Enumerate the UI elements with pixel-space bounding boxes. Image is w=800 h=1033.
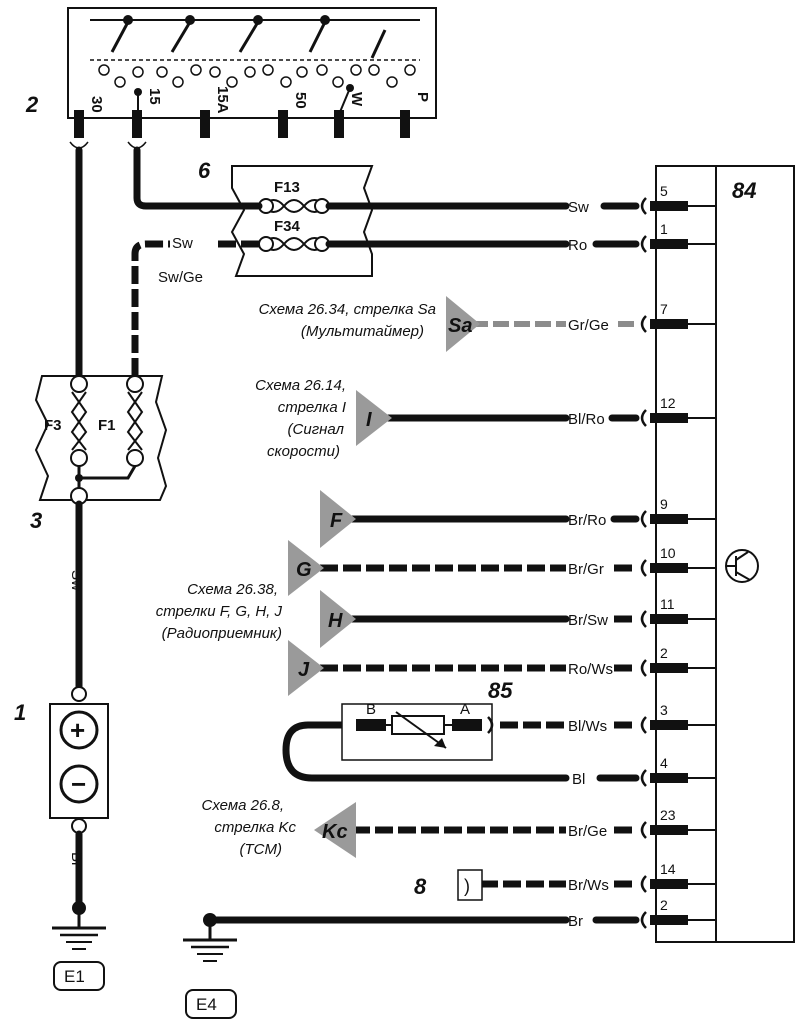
connector-8: ) bbox=[457, 869, 483, 901]
arrow-label-sa: Sa bbox=[448, 315, 472, 337]
callout-3: 3 bbox=[30, 508, 42, 533]
ref-radio: Схема 26.38, стрелки F, G, H, J (Радиопр… bbox=[156, 581, 283, 642]
ref-i-line1: Схема 26.14, bbox=[255, 377, 346, 394]
pin-number: 11 bbox=[660, 596, 675, 612]
wire-label-sw-ge: Sw/Ge bbox=[158, 269, 203, 286]
wire-label-ro-ws: Ro/Ws bbox=[568, 661, 613, 678]
callout-6: 6 bbox=[198, 158, 211, 183]
callout-85: 85 bbox=[488, 678, 513, 703]
wire-label-sw-left: Sw bbox=[172, 235, 193, 252]
ref-i-line3: (Сигнал bbox=[288, 421, 345, 438]
terminal-label-p: P bbox=[414, 92, 431, 102]
wire-label-br-gr: Br/Gr bbox=[568, 561, 604, 578]
ref-kc-line1: Схема 26.8, bbox=[202, 797, 285, 814]
connector-symbol: ) bbox=[464, 876, 470, 896]
pin-number: 12 bbox=[660, 395, 676, 411]
transistor-icon bbox=[725, 549, 759, 583]
terminal-label-15: 15 bbox=[146, 88, 163, 105]
battery-minus-icon: − bbox=[71, 769, 86, 799]
battery: + − bbox=[49, 686, 109, 834]
ground-e1: E1 bbox=[52, 901, 106, 991]
wire-label-sw-vertical: Sw bbox=[68, 570, 85, 591]
pin-number: 14 bbox=[660, 861, 676, 877]
fuse-box-3: F3 F1 bbox=[34, 375, 168, 505]
ref-sa: Схема 26.34, стрелка Sa (Мультитаймер) bbox=[259, 301, 436, 340]
pin-number: 2 bbox=[660, 897, 668, 913]
wire-label-sw-top: Sw bbox=[568, 199, 589, 216]
ground-e4: E4 bbox=[183, 913, 237, 1019]
fuse-label-f3: F3 bbox=[44, 417, 62, 434]
arrow-label-h: H bbox=[328, 610, 343, 632]
fuse-label-f13: F13 bbox=[274, 179, 300, 196]
arrow-i: I bbox=[356, 390, 392, 446]
pin-number: 1 bbox=[660, 221, 668, 237]
arrow-kc: Kc bbox=[314, 802, 356, 858]
ref-radio-line3: (Радиоприемник) bbox=[162, 625, 282, 642]
ref-i: Схема 26.14, стрелка I (Сигнал скорости) bbox=[255, 377, 346, 460]
wire-label-br-vertical: Br bbox=[68, 852, 85, 867]
sensor-end-a: A bbox=[460, 701, 470, 718]
ref-radio-line1: Схема 26.38, bbox=[187, 581, 278, 598]
wire-label-br-ws: Br/Ws bbox=[568, 877, 609, 894]
wire-label-bl-ws: Bl/Ws bbox=[568, 718, 607, 735]
wire-label-gr-ge: Gr/Ge bbox=[568, 317, 609, 334]
pin-number: 9 bbox=[660, 496, 668, 512]
wire-label-ro: Ro bbox=[568, 237, 587, 254]
wire-labels: Sw Sw Sw/Ge Ro Gr/Ge Bl/Ro Br/Ro Br/Gr B… bbox=[158, 199, 613, 930]
wire-label-br-ro: Br/Ro bbox=[568, 512, 606, 529]
terminal-label-w: W bbox=[348, 92, 365, 107]
arrow-g: G bbox=[288, 540, 324, 596]
arrow-h: H bbox=[320, 590, 356, 648]
ref-i-line2: стрелка I bbox=[278, 399, 346, 416]
wire-label-br-sw: Br/Sw bbox=[568, 612, 608, 629]
ref-kc: Схема 26.8, стрелка Kc (TCM) bbox=[202, 797, 297, 858]
terminal-label-50: 50 bbox=[292, 92, 309, 109]
fuse-f13: F13 bbox=[258, 179, 330, 214]
terminal-label-15a: 15A bbox=[214, 86, 231, 114]
wire-label-br-bottom: Br bbox=[568, 913, 583, 930]
fuse-label-f34: F34 bbox=[274, 218, 301, 235]
ground-label-e1: E1 bbox=[64, 967, 85, 986]
arrow-label-kc: Kc bbox=[322, 821, 348, 843]
terminal-label-30: 30 bbox=[88, 96, 105, 113]
arrow-sa: Sa bbox=[446, 296, 480, 352]
battery-plus-icon: + bbox=[70, 715, 85, 745]
pin-number: 5 bbox=[660, 183, 668, 199]
wire-label-br-ge: Br/Ge bbox=[568, 823, 607, 840]
sensor-85: B A bbox=[341, 701, 494, 761]
ref-sa-line1: Схема 26.34, стрелка Sa bbox=[259, 301, 436, 318]
arrow-label-i: I bbox=[366, 409, 372, 431]
ref-radio-line2: стрелки F, G, H, J bbox=[156, 603, 283, 620]
ref-i-line4: скорости) bbox=[267, 443, 340, 460]
pin-number: 4 bbox=[660, 755, 668, 771]
ref-kc-line2: стрелка Kc bbox=[214, 819, 296, 836]
pin-number: 10 bbox=[660, 545, 676, 561]
sensor-end-b: B bbox=[366, 701, 376, 718]
control-unit-84 bbox=[655, 165, 795, 943]
ref-kc-line3: (TCM) bbox=[240, 841, 282, 858]
ignition-switch: 30 15 15A 50 W P bbox=[67, 7, 437, 138]
wire-label-bl: Bl bbox=[572, 771, 585, 788]
fuse-f34: F34 bbox=[258, 218, 330, 252]
ground-label-e4: E4 bbox=[196, 995, 217, 1014]
fuse-box-6: F13 F34 bbox=[230, 165, 374, 277]
pin-number: 2 bbox=[660, 645, 668, 661]
callout-1: 1 bbox=[14, 700, 26, 725]
ref-sa-line2: (Мультитаймер) bbox=[301, 323, 424, 340]
callout-8: 8 bbox=[414, 874, 427, 899]
control-unit-pins: 5 1 7 12 9 10 11 2 3 4 23 14 2 bbox=[640, 183, 716, 929]
arrow-j: J bbox=[288, 640, 324, 696]
callout-84: 84 bbox=[732, 178, 756, 203]
arrow-label-j: J bbox=[298, 659, 310, 681]
arrow-label-f: F bbox=[330, 510, 343, 532]
pin-number: 7 bbox=[660, 301, 668, 317]
wire-label-bl-ro: Bl/Ro bbox=[568, 411, 605, 428]
arrow-f: F bbox=[320, 490, 356, 548]
pin-number: 23 bbox=[660, 807, 676, 823]
pin-number: 3 bbox=[660, 702, 668, 718]
callout-2: 2 bbox=[25, 92, 39, 117]
arrow-label-g: G bbox=[296, 559, 312, 581]
fuse-label-f1: F1 bbox=[98, 417, 116, 434]
